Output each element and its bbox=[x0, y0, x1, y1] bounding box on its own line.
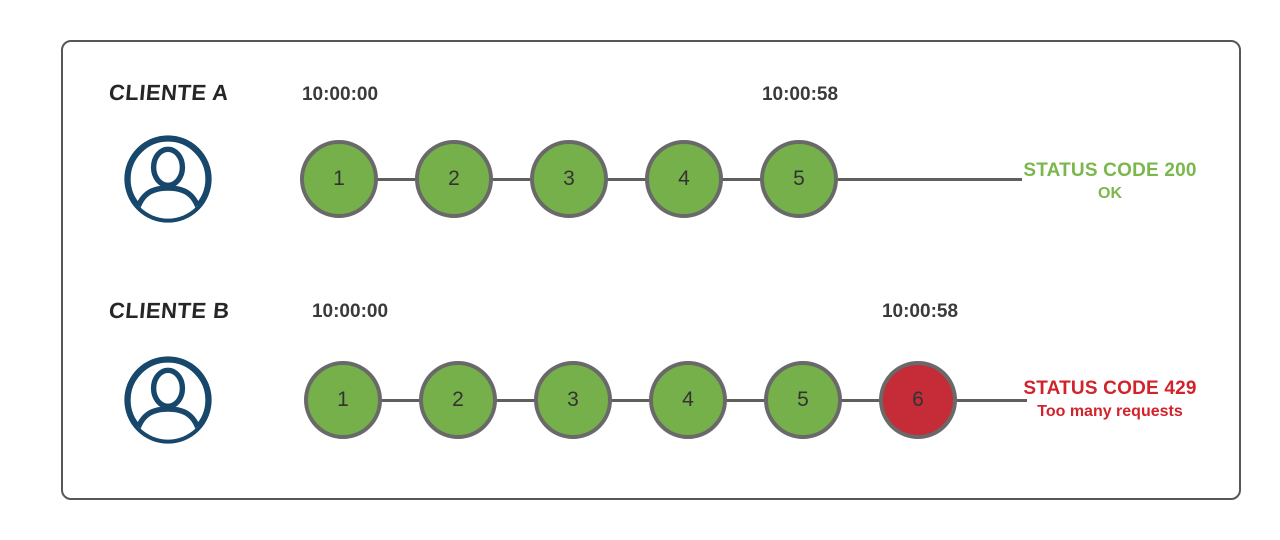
diagram-frame bbox=[61, 40, 1241, 500]
status-message-line: OK bbox=[1098, 185, 1122, 202]
client-a-end-timestamp: 10:00:58 bbox=[761, 84, 839, 105]
status-code-line: STATUS CODE 200 bbox=[1023, 160, 1197, 181]
client-a-status-text: STATUS CODE 200 OK bbox=[1000, 160, 1220, 203]
request-circle-5: 5 bbox=[764, 361, 842, 439]
request-circle-6-blocked: 6 bbox=[879, 361, 957, 439]
request-circle-2: 2 bbox=[415, 140, 493, 218]
client-b-status-text: STATUS CODE 429 Too many requests bbox=[1000, 378, 1220, 421]
request-circle-1: 1 bbox=[300, 140, 378, 218]
request-circle-3: 3 bbox=[534, 361, 612, 439]
request-circle-1: 1 bbox=[304, 361, 382, 439]
client-b-avatar-icon bbox=[123, 355, 213, 445]
client-a-label: CLIENTE A bbox=[107, 80, 230, 105]
request-circle-4: 4 bbox=[645, 140, 723, 218]
client-b-start-timestamp: 10:00:00 bbox=[311, 301, 389, 322]
request-circle-3: 3 bbox=[530, 140, 608, 218]
status-code-line: STATUS CODE 429 bbox=[1023, 378, 1197, 399]
client-b-label: CLIENTE B bbox=[107, 298, 231, 323]
request-circle-2: 2 bbox=[419, 361, 497, 439]
request-circle-4: 4 bbox=[649, 361, 727, 439]
status-message-line: Too many requests bbox=[1037, 403, 1183, 420]
client-a-avatar-icon bbox=[123, 134, 213, 224]
client-a-start-timestamp: 10:00:00 bbox=[301, 84, 379, 105]
request-circle-5: 5 bbox=[760, 140, 838, 218]
client-b-end-timestamp: 10:00:58 bbox=[881, 301, 959, 322]
